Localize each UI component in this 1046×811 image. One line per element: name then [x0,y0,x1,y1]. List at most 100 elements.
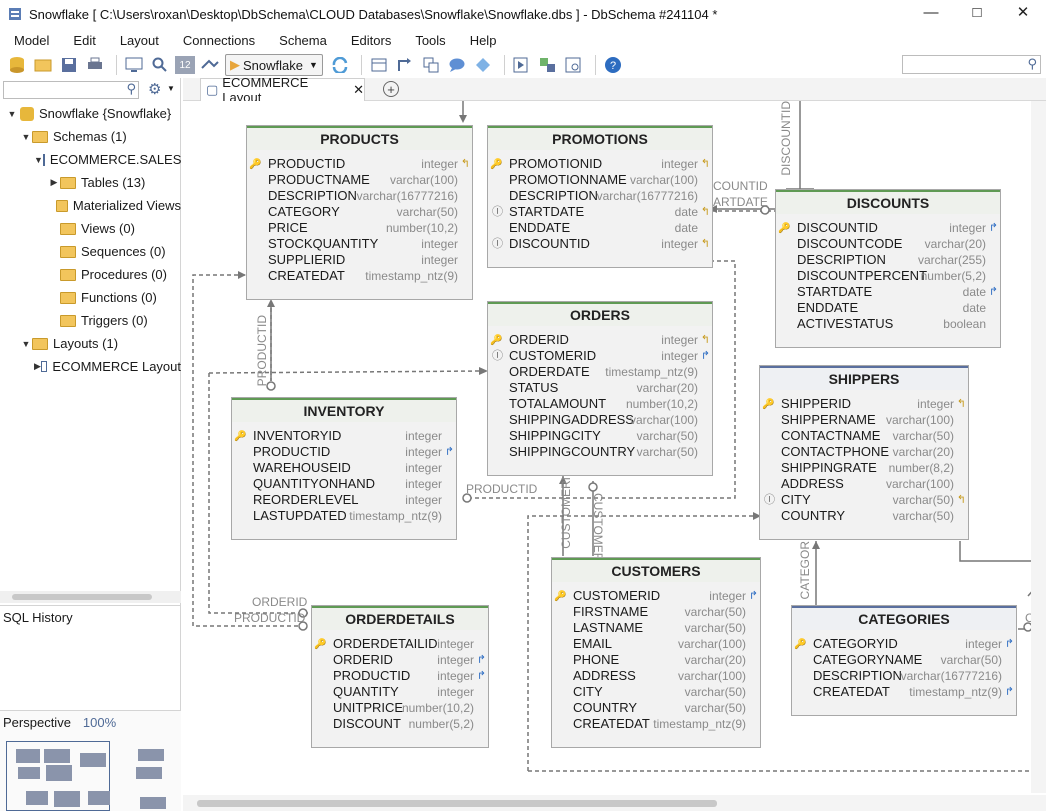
tree-horizontal-scrollbar[interactable] [0,591,181,603]
column-row[interactable]: SHIPPINGCITYvarchar(50) [488,428,712,444]
column-row[interactable]: DISCOUNTnumber(5,2) [312,716,488,732]
table-icon[interactable] [368,54,390,76]
column-row[interactable]: SUPPLIERIDinteger [247,252,472,268]
entity-promotions[interactable]: PROMOTIONS🔑PROMOTIONIDinteger↰PROMOTIONN… [487,125,713,268]
column-row[interactable]: CREATEDATtimestamp_ntz(9) [247,268,472,284]
column-row[interactable]: 🔑PRODUCTIDinteger↰ [247,156,472,172]
diagram-canvas[interactable]: DISCOUNTID COUNTID ARTDATE PRODUCTID PRO… [183,101,1046,811]
column-row[interactable]: 🔑CATEGORYIDinteger↱ [792,636,1016,652]
column-row[interactable]: DESCRIPTIONvarchar(16777216) [247,188,472,204]
chevron-down-icon[interactable]: ▼ [20,339,32,349]
chevron-right-icon[interactable]: ▶ [48,177,60,188]
tab-ecommerce-layout[interactable]: ▢ ECOMMERCE Layout ✕ [200,78,365,101]
column-row[interactable]: CATEGORYvarchar(50) [247,204,472,220]
run-icon[interactable] [511,54,533,76]
column-row[interactable]: UNITPRICEnumber(10,2) [312,700,488,716]
column-row[interactable]: FIRSTNAMEvarchar(50) [552,604,760,620]
close-icon[interactable]: ✕ [1000,0,1046,24]
column-row[interactable]: LASTUPDATEDtimestamp_ntz(9) [232,508,456,524]
help-icon[interactable]: ? [602,54,624,76]
tree-search-input[interactable]: ⚲ [3,81,139,99]
column-row[interactable]: ⒾDISCOUNTIDinteger↰ [488,236,712,252]
tree-item[interactable]: Procedures (0) [0,263,181,286]
save-icon[interactable] [58,54,80,76]
minimap[interactable] [6,741,174,811]
column-row[interactable]: EMAILvarchar(100) [552,636,760,652]
column-row[interactable]: ENDDATEdate [488,220,712,236]
arrow-icon[interactable] [199,54,221,76]
column-row[interactable]: PROMOTIONNAMEvarchar(100) [488,172,712,188]
scroll-thumb[interactable] [197,800,717,807]
column-row[interactable]: SHIPPINGRATEnumber(8,2) [760,460,968,476]
column-row[interactable]: ADDRESSvarchar(100) [760,476,968,492]
column-row[interactable]: STATUSvarchar(20) [488,380,712,396]
column-row[interactable]: DISCOUNTCODEvarchar(20) [776,236,1000,252]
column-row[interactable]: SHIPPINGCOUNTRYvarchar(50) [488,444,712,460]
menu-help[interactable]: Help [456,33,507,48]
column-row[interactable]: CONTACTPHONEvarchar(20) [760,444,968,460]
add-tab-icon[interactable]: + [383,81,399,97]
group-icon[interactable] [420,54,442,76]
column-row[interactable]: ⒾCITYvarchar(50)↰ [760,492,968,508]
menu-tools[interactable]: Tools [401,33,455,48]
entity-shippers[interactable]: SHIPPERS🔑SHIPPERIDinteger↰SHIPPERNAMEvar… [759,365,969,540]
menu-schema[interactable]: Schema [265,33,337,48]
column-row[interactable]: PRICEnumber(10,2) [247,220,472,236]
column-row[interactable]: PRODUCTIDinteger↱ [232,444,456,460]
column-row[interactable]: SHIPPERNAMEvarchar(100) [760,412,968,428]
column-row[interactable]: PRODUCTNAMEvarchar(100) [247,172,472,188]
canvas-horizontal-scrollbar[interactable] [183,795,1046,811]
column-row[interactable]: STOCKQUANTITYinteger [247,236,472,252]
tree-item[interactable]: ▼Schemas (1) [0,125,181,148]
close-icon[interactable]: ✕ [353,82,364,98]
column-row[interactable]: ORDERDATEtimestamp_ntz(9) [488,364,712,380]
tree-item[interactable]: ▼Layouts (1) [0,332,181,355]
tree-item[interactable]: Sequences (0) [0,240,181,263]
column-row[interactable]: 🔑INVENTORYIDinteger [232,428,456,444]
entity-customers[interactable]: CUSTOMERS🔑CUSTOMERIDinteger↱FIRSTNAMEvar… [551,557,761,748]
entity-orderdetails[interactable]: ORDERDETAILS🔑ORDERDETAILIDintegerORDERID… [311,605,489,748]
menu-editors[interactable]: Editors [337,33,401,48]
column-row[interactable]: DESCRIPTIONvarchar(255) [776,252,1000,268]
sync-icon[interactable] [537,54,559,76]
refresh-icon[interactable] [329,54,351,76]
tree-item[interactable]: ▼ECOMMERCE.SALES [0,148,181,171]
entity-categories[interactable]: CATEGORIES🔑CATEGORYIDinteger↱CATEGORYNAM… [791,605,1017,716]
column-row[interactable]: CREATEDATtimestamp_ntz(9) [552,716,760,732]
column-row[interactable]: DESCRIPTIONvarchar(16777216) [488,188,712,204]
chevron-right-icon[interactable]: ▶ [34,361,41,372]
column-row[interactable]: SHIPPINGADDRESSvarchar(100) [488,412,712,428]
tree-item[interactable]: ▶Tables (13) [0,171,181,194]
monitor-icon[interactable] [123,54,145,76]
comment-icon[interactable] [446,54,468,76]
zoom-icon[interactable] [149,54,171,76]
column-row[interactable]: PRODUCTIDinteger↱ [312,668,488,684]
chevron-down-icon[interactable]: ▼ [20,132,32,142]
foreign-key-icon[interactable] [394,54,416,76]
column-row[interactable]: STARTDATEdate↱ [776,284,1000,300]
scroll-thumb[interactable] [12,594,152,600]
column-row[interactable]: 🔑ORDERIDinteger↰ [488,332,712,348]
database-select[interactable]: ▶Snowflake▼ [225,54,323,76]
column-row[interactable]: WAREHOUSEIDinteger [232,460,456,476]
column-row[interactable]: ADDRESSvarchar(100) [552,668,760,684]
entity-products[interactable]: PRODUCTS🔑PRODUCTIDinteger↰PRODUCTNAMEvar… [246,125,473,300]
chevron-down-icon[interactable]: ▼ [6,109,18,119]
entity-orders[interactable]: ORDERS🔑ORDERIDinteger↰ⒾCUSTOMERIDinteger… [487,301,713,476]
column-row[interactable]: QUANTITYinteger [312,684,488,700]
column-row[interactable]: ⒾCUSTOMERIDinteger↱ [488,348,712,364]
column-row[interactable]: 🔑SHIPPERIDinteger↰ [760,396,968,412]
tree-item[interactable]: Materialized Views [0,194,181,217]
database-icon[interactable] [6,54,28,76]
column-row[interactable]: 🔑DISCOUNTIDinteger↱ [776,220,1000,236]
column-row[interactable]: REORDERLEVELinteger [232,492,456,508]
column-row[interactable]: ACTIVESTATUSboolean [776,316,1000,332]
open-folder-icon[interactable] [32,54,54,76]
maximize-icon[interactable]: □ [954,0,1000,24]
menu-layout[interactable]: Layout [106,33,169,48]
column-row[interactable]: 🔑ORDERDETAILIDinteger [312,636,488,652]
zoom-badge[interactable]: 12 [175,56,195,74]
tree-item[interactable]: Functions (0) [0,286,181,309]
column-row[interactable]: ENDDATEdate [776,300,1000,316]
column-row[interactable]: COUNTRYvarchar(50) [552,700,760,716]
